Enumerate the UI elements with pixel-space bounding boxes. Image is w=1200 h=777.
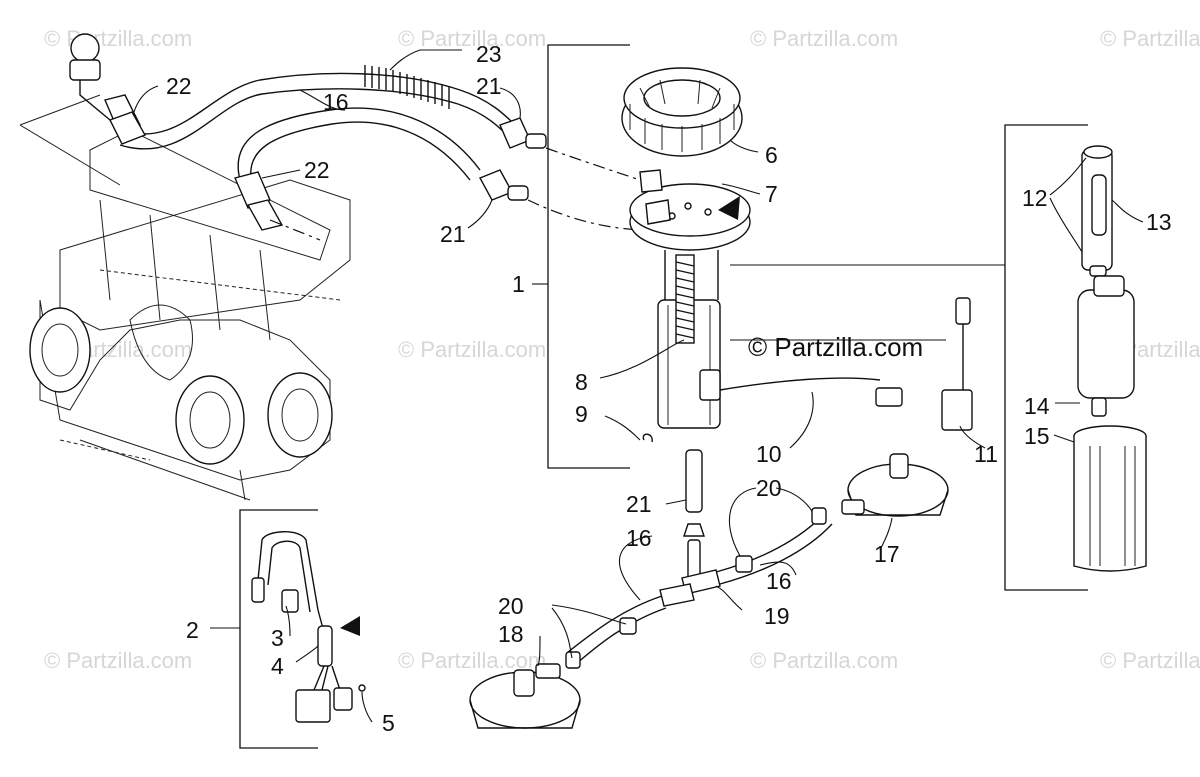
spiral-wrap [364,65,450,109]
pump-flange [629,169,751,251]
throttle-body-assembly [19,33,351,501]
callout-16: 16 [766,568,792,594]
callout-11: 11 [974,441,998,467]
watermark-text: © Partzilla.com [44,26,192,51]
callout-17: 17 [874,541,900,567]
watermark-text: © Partzilla.com [1100,648,1200,673]
watermark-text: © Partzilla.com [750,648,898,673]
callout-4: 4 [271,653,284,679]
callout-labels: 1 2 3 4 5 6 7 8 9 10 11 12 13 14 15 16 1… [166,41,1172,736]
wiring-harness [251,531,366,723]
callout-19: 19 [764,603,790,629]
callout-12: 12 [1022,185,1048,211]
callout-16: 16 [626,525,652,551]
callout-13: 13 [1146,209,1172,235]
callout-20: 20 [756,475,782,501]
watermark-text: © Partzilla.com [398,648,546,673]
leader-lines [133,49,1144,723]
watermark-text: © Partzilla.com [1100,26,1200,51]
copyright-notice: © Partzilla.com [748,332,923,362]
pump-detail-bracket [1004,124,1088,591]
assembly-1-bracket [547,44,630,469]
callout-7: 7 [765,181,778,207]
connection-line [545,147,641,181]
fuel-hose-upper [109,65,547,231]
callout-8: 8 [575,369,588,395]
callout-23: 23 [476,41,502,67]
watermark-text: © Partzilla.com [398,337,546,362]
callout-22: 22 [166,73,192,99]
callout-21: 21 [440,221,466,247]
lower-fuel-system [469,449,949,729]
connection-line [269,219,321,241]
callout-5: 5 [382,710,395,736]
sender [941,297,973,431]
callout-14: 14 [1024,393,1050,419]
pump-sleeve [1073,425,1147,572]
callout-20: 20 [498,593,524,619]
callout-1: 1 [512,271,525,297]
callout-22: 22 [304,157,330,183]
callout-18: 18 [498,621,524,647]
watermark-text: © Partzilla.com [44,648,192,673]
callout-15: 15 [1024,423,1050,449]
watermark-text: © Partzilla.com [398,26,546,51]
callout-16: 16 [323,89,349,115]
watermark-text: © Partzilla.com [750,26,898,51]
callout-9: 9 [575,401,588,427]
callout-21: 21 [626,491,652,517]
pump-assembly-body [642,250,903,443]
callout-21: 21 [476,73,502,99]
lock-ring [621,67,743,157]
pump-motor [1077,145,1135,417]
callout-10: 10 [756,441,782,467]
callout-3: 3 [271,625,284,651]
harness-bracket [239,509,318,749]
callout-2: 2 [186,617,199,643]
callout-6: 6 [765,142,778,168]
